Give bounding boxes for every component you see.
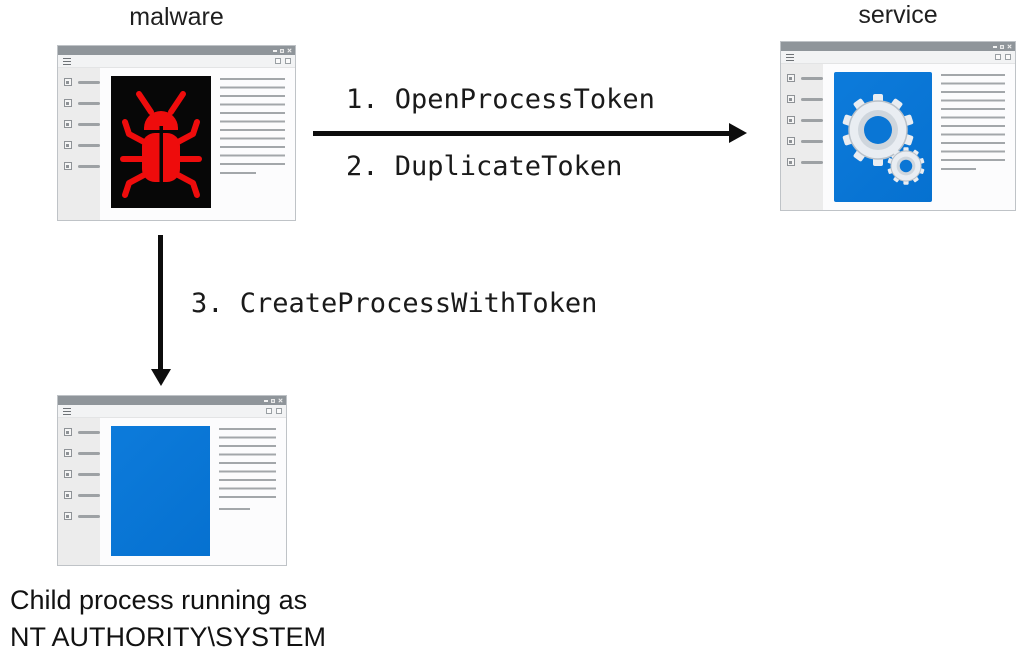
close-icon	[287, 48, 292, 53]
sidebar-item	[787, 158, 823, 166]
arrow-malware-to-child	[158, 235, 163, 369]
maximize-icon	[280, 48, 284, 53]
text-lines-placeholder	[941, 74, 1005, 162]
text-line-short	[220, 172, 256, 174]
sidebar-item	[64, 141, 100, 149]
sidebar-item	[787, 95, 823, 103]
child-process-caption: Child process running as NT AUTHORITY\SY…	[10, 582, 326, 656]
sidebar-item	[787, 116, 823, 124]
arrow-malware-to-service	[313, 131, 729, 136]
service-window	[780, 41, 1016, 211]
sidebar-item	[64, 78, 100, 86]
maximize-icon	[271, 398, 275, 403]
bug-icon	[111, 76, 211, 208]
sidebar-item	[64, 491, 100, 499]
pane-button-icon	[266, 408, 272, 414]
sidebar-item	[64, 428, 100, 436]
close-icon	[1007, 44, 1012, 49]
window-toolbar	[781, 51, 1015, 64]
titlebar	[58, 396, 286, 405]
text-column-placeholder	[219, 428, 276, 565]
caption-line-1: Child process running as	[10, 585, 308, 615]
hamburger-menu-icon	[786, 53, 794, 61]
sidebar-item	[787, 74, 823, 82]
text-lines-placeholder	[219, 428, 276, 502]
window-body	[58, 418, 286, 565]
sidebar-placeholder	[781, 64, 823, 210]
sidebar-item	[64, 162, 100, 170]
close-icon	[278, 398, 283, 403]
text-column-placeholder	[941, 74, 1005, 210]
sidebar-item	[64, 99, 100, 107]
sidebar-item	[787, 137, 823, 145]
step2-duplicate-token-label: 2. DuplicateToken	[346, 151, 623, 182]
sidebar-placeholder	[58, 418, 100, 565]
minimize-icon	[264, 399, 268, 402]
text-line-short	[941, 168, 977, 170]
text-column-placeholder	[220, 78, 285, 220]
service-node-title: service	[858, 1, 938, 29]
text-line-short	[219, 508, 251, 510]
step1-open-process-token-label: 1. OpenProcessToken	[346, 84, 655, 115]
pane-button-icon	[1005, 54, 1011, 60]
step3-create-process-with-token-label: 3. CreateProcessWithToken	[191, 288, 598, 319]
sidebar-item	[64, 120, 100, 128]
window-body	[781, 64, 1015, 210]
arrowhead-down-icon	[151, 369, 171, 386]
minimize-icon	[993, 45, 997, 48]
pane-button-icon	[276, 408, 282, 414]
window-toolbar	[58, 405, 286, 418]
child-process-window	[57, 395, 287, 566]
titlebar	[781, 42, 1015, 51]
blue-panel-icon	[111, 426, 210, 556]
text-lines-placeholder	[220, 78, 285, 166]
maximize-icon	[1000, 44, 1004, 49]
pane-button-icon	[285, 58, 291, 64]
caption-line-2: NT AUTHORITY\SYSTEM	[10, 622, 327, 652]
hamburger-menu-icon	[63, 57, 71, 65]
minimize-icon	[273, 49, 277, 52]
window-toolbar	[58, 55, 295, 68]
pane-button-icon	[995, 54, 1001, 60]
sidebar-placeholder	[58, 68, 100, 220]
malware-window	[57, 45, 296, 221]
malware-node-title: malware	[129, 3, 224, 31]
sidebar-item	[64, 470, 100, 478]
arrowhead-right-icon	[729, 123, 747, 143]
sidebar-item	[64, 449, 100, 457]
titlebar	[58, 46, 295, 55]
hamburger-menu-icon	[63, 407, 71, 415]
window-body	[58, 68, 295, 220]
gears-icon	[834, 72, 932, 202]
sidebar-item	[64, 512, 100, 520]
pane-button-icon	[275, 58, 281, 64]
